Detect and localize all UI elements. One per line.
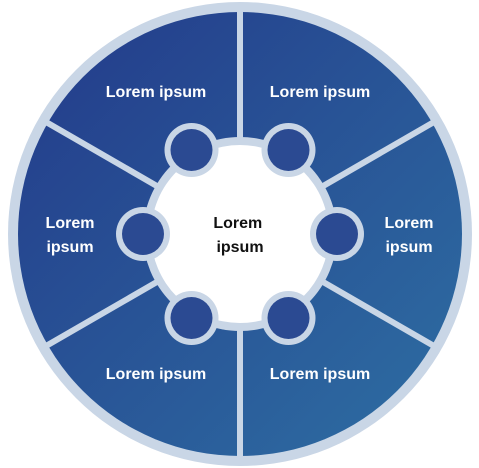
connector-node-6 [170,128,213,171]
connector-node-2 [316,213,358,255]
segment-divider-3 [320,278,438,350]
connector-node-3 [267,297,310,340]
segment-label-4-line-1: Lorem ipsum [106,366,206,383]
segment-label-3: Lorem ipsum [270,366,370,383]
segment-label-5-line-2: ipsum [46,239,93,256]
segment-label-3-line-1: Lorem ipsum [270,366,370,383]
center-label: Lorem ipsum [213,215,266,256]
segment-divider-5 [42,278,160,350]
connector-node-4 [170,297,213,340]
segment-label-2-line-2: ipsum [385,239,432,256]
segment-label-6: Lorem ipsum [106,84,206,101]
segment-label-2-line-1: Lorem [385,215,434,232]
segment-label-1-line-1: Lorem ipsum [270,84,370,101]
segment-label-4: Lorem ipsum [106,366,206,383]
connector-node-5 [122,213,164,255]
center-label-line2: ipsum [216,239,263,256]
connector-node-1 [267,128,310,171]
segment-label-1: Lorem ipsum [270,84,370,101]
segment-dividers [42,8,438,460]
segment-label-2: Lorem ipsum [385,215,434,256]
segment-divider-6 [42,118,160,190]
segment-label-6-line-1: Lorem ipsum [106,84,206,101]
connector-nodes [116,122,364,346]
segment-divider-2 [320,118,438,190]
segment-label-5-line-1: Lorem [46,215,95,232]
center-hub [151,145,329,323]
segment-label-5: Lorem ipsum [46,215,95,256]
center-label-line1: Lorem [213,215,262,232]
